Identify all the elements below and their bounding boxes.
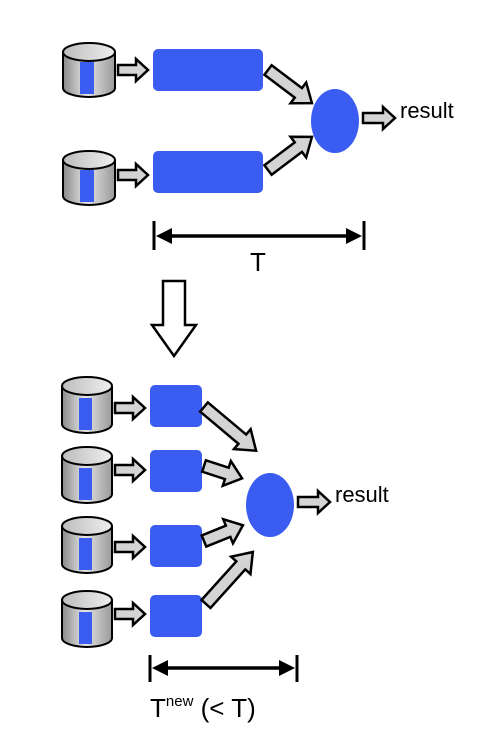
top-section: result T (62, 42, 454, 277)
arrow-icon (113, 456, 147, 484)
arrow-icon (116, 56, 150, 84)
arrow-icon (198, 400, 258, 453)
process-box (153, 151, 263, 193)
database-icon (61, 516, 113, 574)
time-label-suffix: (< T) (193, 693, 255, 723)
bottom-section: result Tnew (< T) (61, 376, 389, 723)
time-span (152, 221, 366, 250)
arrow-icon (113, 394, 147, 422)
database-icon (61, 376, 113, 434)
database-icon (62, 42, 116, 98)
arrow-icon (200, 517, 245, 549)
time-label-superscript: new (166, 693, 194, 710)
arrow-icon (262, 63, 314, 105)
time-label: Tnew (< T) (150, 693, 256, 723)
time-label: T (250, 247, 266, 277)
process-box (150, 450, 202, 492)
database-icon (61, 446, 113, 504)
result-label: result (400, 98, 454, 123)
arrow-icon (200, 458, 244, 488)
process-box (150, 595, 202, 637)
arrow-icon (113, 533, 147, 561)
process-box (153, 49, 263, 91)
database-icon (61, 590, 113, 648)
arrow-icon (113, 600, 147, 628)
arrow-icon (116, 161, 150, 189)
process-box (150, 385, 202, 427)
arrow-icon (361, 104, 397, 132)
merge-node (311, 89, 359, 153)
database-icon (62, 150, 116, 206)
merge-node (246, 473, 294, 537)
process-box (150, 525, 202, 567)
transform-arrow-icon (149, 279, 199, 359)
arrow-icon (296, 488, 332, 516)
result-label: result (335, 482, 389, 507)
arrow-icon (262, 135, 314, 177)
time-span (148, 655, 299, 682)
arrow-icon (199, 550, 255, 610)
time-label-main: T (150, 693, 166, 723)
